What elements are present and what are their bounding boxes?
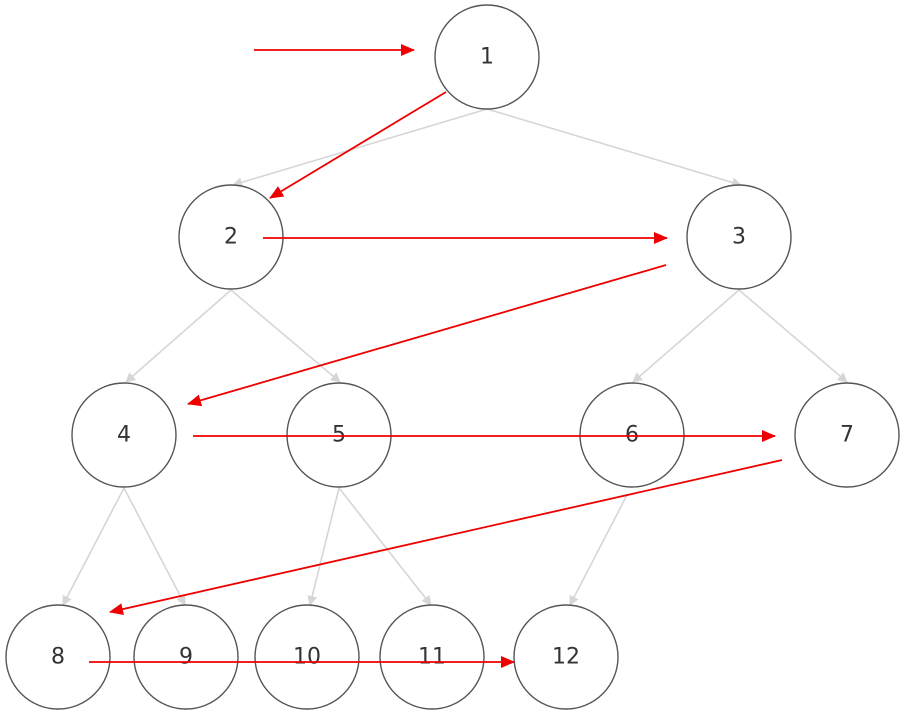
node-label: 8 bbox=[51, 645, 65, 670]
node-circle bbox=[379, 604, 485, 710]
tree-edge-5-11 bbox=[338, 487, 432, 606]
node-circle bbox=[5, 604, 111, 710]
tree-edge-3-7 bbox=[738, 289, 848, 383]
node-circle bbox=[686, 184, 792, 290]
tree-node-4: 4 bbox=[71, 382, 177, 488]
node-label: 11 bbox=[418, 645, 446, 670]
tree-node-9: 9 bbox=[133, 604, 239, 710]
node-label: 1 bbox=[480, 45, 494, 70]
node-label: 12 bbox=[552, 645, 580, 670]
tree-node-7: 7 bbox=[794, 382, 900, 488]
node-circle bbox=[133, 604, 239, 710]
traversal-arrow-3-4 bbox=[187, 264, 667, 407]
tree-edge-3-6 bbox=[632, 289, 740, 383]
tree-node-11: 11 bbox=[379, 604, 485, 710]
tree-node-8: 8 bbox=[5, 604, 111, 710]
tree-node-3: 3 bbox=[686, 184, 792, 290]
tree-edge-4-8 bbox=[62, 487, 125, 606]
tree-edge-6-12 bbox=[569, 494, 628, 606]
node-label: 2 bbox=[224, 225, 238, 250]
tree-edge-2-4 bbox=[125, 289, 232, 383]
node-circle bbox=[71, 382, 177, 488]
tree-edge-1-3 bbox=[486, 108, 742, 188]
tree-node-5: 5 bbox=[286, 382, 392, 488]
traversal-arrows bbox=[89, 44, 783, 668]
tree-edge-1-2 bbox=[232, 108, 488, 188]
tree-node-6: 6 bbox=[579, 382, 685, 488]
node-label: 5 bbox=[332, 423, 346, 448]
node-label: 4 bbox=[117, 423, 131, 448]
node-label: 9 bbox=[179, 645, 193, 670]
tree-nodes: 1 2 3 4 5 6 7 8 bbox=[5, 4, 900, 710]
node-label: 3 bbox=[732, 225, 746, 250]
tree-edge-4-9 bbox=[123, 487, 186, 606]
traversal-arrow-7-8 bbox=[109, 459, 783, 615]
node-label: 6 bbox=[625, 423, 639, 448]
tree-edges bbox=[62, 108, 848, 606]
node-circle bbox=[178, 184, 284, 290]
node-label: 7 bbox=[840, 423, 854, 448]
tree-edge-5-10 bbox=[307, 487, 340, 606]
node-circle bbox=[254, 604, 360, 710]
node-circle bbox=[434, 4, 540, 110]
node-circle bbox=[794, 382, 900, 488]
tree-node-10: 10 bbox=[254, 604, 360, 710]
node-label: 10 bbox=[293, 645, 321, 670]
tree-node-12: 12 bbox=[513, 604, 619, 710]
tree-node-1: 1 bbox=[434, 4, 540, 110]
node-circle bbox=[286, 382, 392, 488]
traversal-arrow-1-2 bbox=[269, 91, 447, 199]
tree-edge-2-5 bbox=[230, 289, 341, 383]
node-circle bbox=[579, 382, 685, 488]
tree-node-2: 2 bbox=[178, 184, 284, 290]
